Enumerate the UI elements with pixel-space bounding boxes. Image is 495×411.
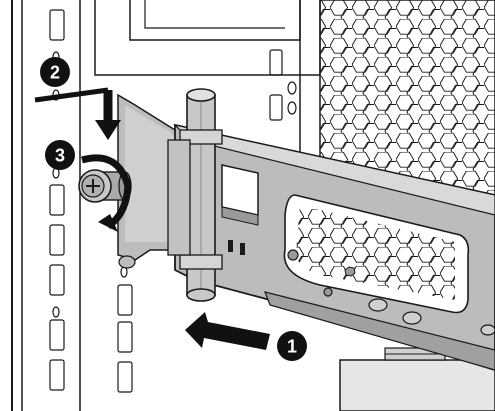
step-number-2: 2 (50, 63, 60, 83)
step-callout-2: 2 (40, 57, 70, 87)
step-callout-3: 3 (45, 140, 75, 170)
arrow-down-icon (95, 90, 121, 140)
rotate-clockwise-icon (81, 154, 132, 232)
arrow-left-icon (34, 87, 109, 103)
thumbscrew (78, 169, 132, 203)
step-number-3: 3 (55, 146, 65, 166)
step-callout-1: 1 (277, 331, 307, 361)
hinge-pin (167, 88, 223, 302)
arrow-right-icon (185, 312, 270, 350)
step-number-1: 1 (287, 337, 297, 357)
rail-slots (49, 9, 283, 393)
crossbar (173, 123, 495, 371)
